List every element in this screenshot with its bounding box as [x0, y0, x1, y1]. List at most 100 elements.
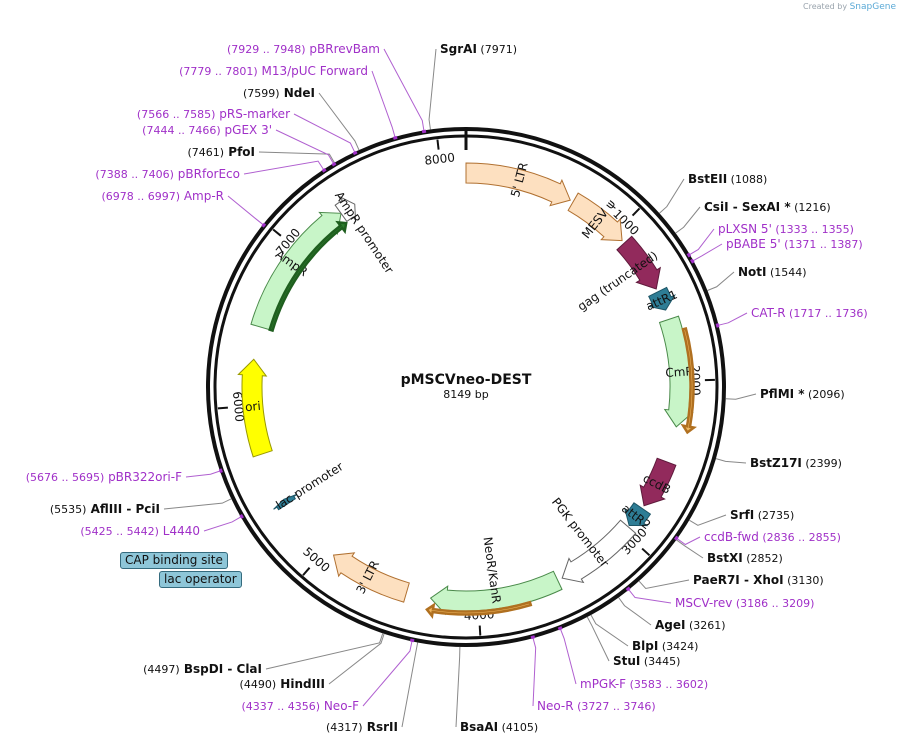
site-leader-6: [689, 514, 727, 526]
primer-label-prs-marker[interactable]: (7566 .. 7585) pRS-marker: [137, 107, 290, 121]
site-label-csii[interactable]: CsiI - SexAI * (1216): [704, 200, 831, 214]
site-label-pflmi-[interactable]: PflMI * (2096): [760, 387, 845, 401]
feature-label-cmr: CmR: [665, 364, 694, 380]
tick-label-8000: 8000: [424, 150, 456, 167]
primer-mark-13: [409, 638, 415, 643]
primer-label-pbr322ori-f[interactable]: (5676 .. 5695) pBR322ori-F: [26, 470, 182, 484]
site-pos: (4105): [498, 721, 538, 734]
primer-mark-1: [392, 135, 398, 140]
primer-mark-7: [690, 258, 695, 264]
primer-label-pbrforeco[interactable]: (7388 .. 7406) pBRforEco: [95, 167, 240, 181]
site-label-afliii[interactable]: (5535) AflIII - PciI: [50, 502, 160, 516]
site-label-paer7i[interactable]: PaeR7I - XhoI (3130): [693, 573, 824, 587]
site-label-bspdi[interactable]: (4497) BspDI - ClaI: [143, 662, 262, 676]
feature-pgk-promoter: [561, 519, 637, 584]
lac-operator-label: lac operator: [159, 571, 242, 588]
site-name: NotI: [738, 265, 767, 279]
site-name: AgeI: [655, 618, 685, 632]
plasmid-size: 8149 bp: [443, 388, 488, 401]
snapgene-logo-text: SnapGene: [849, 2, 896, 12]
site-label-agei[interactable]: AgeI (3261): [655, 618, 726, 632]
site-label-hindiii[interactable]: (4490) HindIII: [240, 677, 325, 691]
site-pos: (7599): [243, 87, 280, 100]
primer-name: pRS-marker: [215, 107, 290, 121]
tick-mark-4000: [478, 625, 482, 636]
site-pos: (4490): [240, 678, 277, 691]
primer-leader-6: [689, 228, 715, 255]
primer-range: (7779 .. 7801): [179, 65, 258, 78]
site-label-bsaai[interactable]: BsaAI (4105): [460, 720, 538, 734]
tick-mark-3000: [641, 547, 651, 557]
site-label-blpi[interactable]: BlpI (3424): [632, 639, 698, 653]
primer-label-pbabe-5-[interactable]: pBABE 5' (1371 .. 1387): [726, 237, 863, 251]
feature-5-ltr: [465, 162, 571, 207]
tick-mark-6000: [217, 406, 228, 410]
site-label-stui[interactable]: StuI (3445): [613, 654, 680, 668]
site-name: BstXI: [707, 551, 743, 565]
primer-range: (7929 .. 7948): [227, 43, 306, 56]
site-name: BstEII: [688, 172, 727, 186]
site-leader-13: [401, 642, 419, 728]
primer-name: pBRrevBam: [306, 42, 380, 56]
primer-mark-5: [261, 222, 267, 228]
primer-label-pgex-3-[interactable]: (7444 .. 7466) pGEX 3': [142, 123, 272, 137]
site-pos: (2852): [743, 552, 783, 565]
site-label-sgrai[interactable]: SgrAI (7971): [440, 42, 517, 56]
site-leader-3: [707, 271, 735, 291]
primer-label-mscv-rev[interactable]: MSCV-rev (3186 .. 3209): [675, 596, 814, 610]
primer-mark-0: [421, 129, 427, 134]
feature-label-ori: ori: [244, 399, 261, 414]
primer-label-pbrrevbam[interactable]: (7929 .. 7948) pBRrevBam: [227, 42, 380, 56]
site-pos: (4317): [326, 721, 363, 734]
primer-name: M13/pUC Forward: [258, 64, 368, 78]
site-name: StuI: [613, 654, 640, 668]
site-leader-8: [638, 579, 690, 590]
site-name: BspDI: [180, 662, 223, 676]
primer-range: (7444 .. 7466): [142, 124, 221, 137]
site-leader-4: [725, 393, 757, 400]
feature-label-lac-promoter: lac promoter: [273, 459, 345, 512]
site-extra: - SexAI *: [729, 200, 792, 214]
primer-range: (4337 .. 4356): [241, 700, 320, 713]
primer-label-amp-r[interactable]: (6978 .. 6997) Amp-R: [101, 189, 224, 203]
primer-mark-6: [686, 252, 692, 258]
primer-label-neo-r[interactable]: Neo-R (3727 .. 3746): [537, 699, 656, 713]
site-leader-12: [455, 646, 461, 728]
site-label-rsrii[interactable]: (4317) RsrII: [326, 720, 398, 734]
primer-label-l4440[interactable]: (5425 .. 5442) L4440: [80, 524, 200, 538]
primer-label-ccdb-fwd[interactable]: ccdB-fwd (2836 .. 2855): [704, 530, 841, 544]
cap-binding-site-label: CAP binding site: [120, 552, 228, 569]
feature-ori: [237, 358, 273, 458]
site-label-bstz17i[interactable]: BstZ17I (2399): [750, 456, 842, 470]
primer-leader-14: [185, 470, 221, 478]
primer-leader-7: [692, 243, 723, 262]
site-label-noti[interactable]: NotI (1544): [738, 265, 807, 279]
primer-label-neo-f[interactable]: (4337 .. 4356) Neo-F: [241, 699, 359, 713]
site-label-srfi[interactable]: SrfI (2735): [730, 508, 794, 522]
primer-leader-8: [718, 312, 748, 326]
primer-range: (1717 .. 1736): [786, 307, 868, 320]
primer-label-cat-r[interactable]: CAT-R (1717 .. 1736): [751, 306, 868, 320]
primer-label-plxsn-5-[interactable]: pLXSN 5' (1333 .. 1355): [718, 222, 854, 236]
feature-attr2: [623, 502, 652, 527]
site-leader-14: [328, 633, 385, 685]
site-label-bstxi[interactable]: BstXI (2852): [707, 551, 783, 565]
primer-label-m13-puc-forward[interactable]: (7779 .. 7801) M13/pUC Forward: [179, 64, 368, 78]
primer-leader-1: [371, 70, 396, 138]
primer-mark-2: [352, 150, 358, 156]
primer-leader-4: [243, 160, 324, 175]
feature-3-ltr: [332, 552, 410, 603]
site-name: PaeR7I: [693, 573, 740, 587]
site-label-pfoi[interactable]: (7461) PfoI: [188, 145, 255, 159]
site-pos: (1088): [727, 173, 767, 186]
primer-leader-0: [383, 48, 425, 131]
feature-mesv-psi: [567, 192, 623, 242]
primer-label-mpgk-f[interactable]: mPGK-F (3583 .. 3602): [580, 677, 708, 691]
primer-range: (3186 .. 3209): [732, 597, 814, 610]
site-label-ndei[interactable]: (7599) NdeI: [243, 86, 315, 100]
primer-leader-2: [293, 113, 356, 153]
primer-range: (1371 .. 1387): [781, 238, 863, 251]
primer-name: Neo-F: [320, 699, 359, 713]
site-leader-18: [318, 92, 360, 151]
site-label-bsteii[interactable]: BstEII (1088): [688, 172, 767, 186]
